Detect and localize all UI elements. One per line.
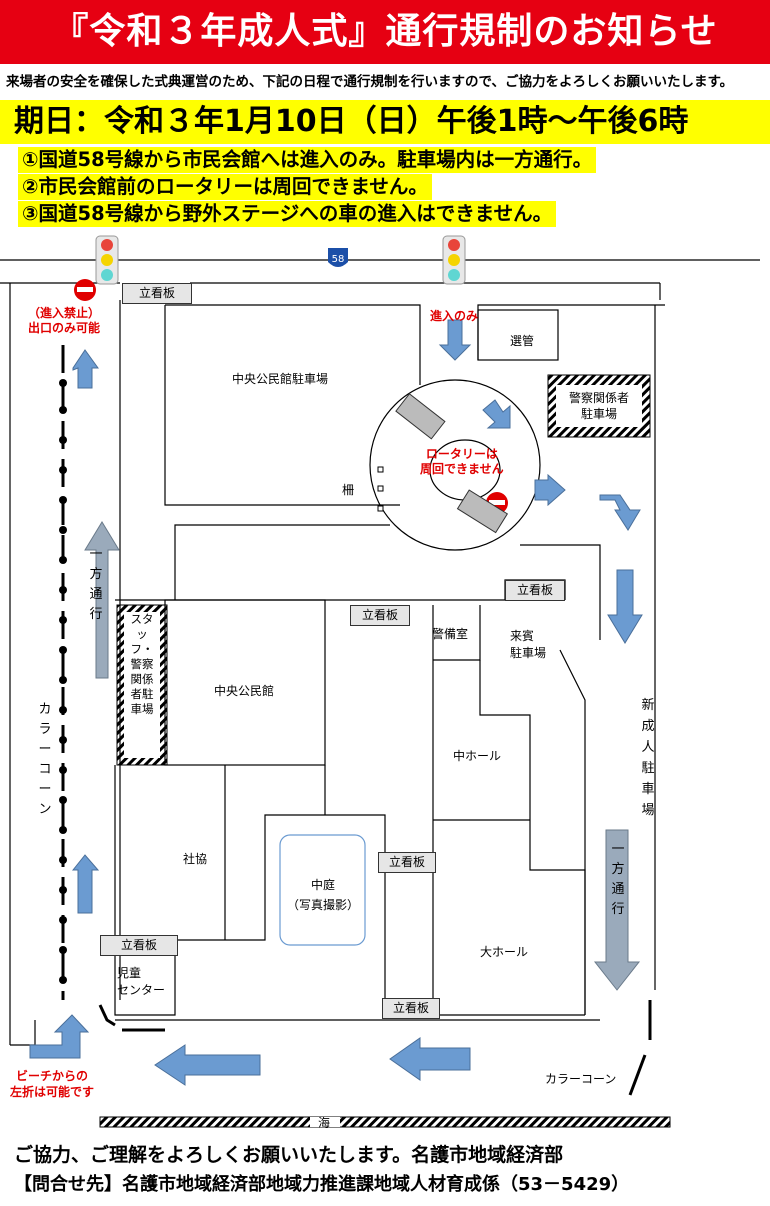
new-adult-parking: 新成人駐車場: [641, 698, 655, 818]
rotary-note: ロータリーは 周回できません: [420, 447, 504, 476]
one-way-left: 一方通行: [89, 547, 103, 622]
signboard: 立看板: [505, 580, 565, 601]
traffic-light-icon: [95, 235, 119, 285]
notice-text: 来場者の安全を確保した式典運営のため、下記の日程で通行規制を行いますので、ご協力…: [6, 74, 734, 90]
signboard: 立看板: [350, 605, 410, 626]
guard-room: 警備室: [432, 627, 469, 641]
central-parking: 中央公民館駐車場: [232, 372, 329, 386]
beach-note: ビーチからの 左折は可能です: [10, 1069, 95, 1099]
central-hall: 中央公民館: [214, 684, 275, 698]
rule-3: ③国道58号線から野外ステージへの車の進入はできません。: [18, 201, 557, 227]
child-center: 児童 センター: [117, 966, 166, 997]
no-entry-icon: [74, 279, 96, 301]
staff-parking: スタッフ・警察関係者駐車場: [130, 612, 154, 716]
signboard: 立看板: [100, 935, 178, 956]
entry-only-label: 進入のみ: [430, 309, 479, 323]
route-shield-icon: [328, 248, 348, 267]
courtyard: 中庭 （写真撮影）: [286, 878, 359, 912]
police-parking: 警察関係者 駐車場: [568, 391, 629, 421]
middle-hall: 中ホール: [453, 749, 502, 763]
traffic-map: 58: [0, 235, 760, 1128]
date-band: [0, 100, 770, 144]
color-cone-left: カラーコーン: [38, 702, 52, 817]
event-date: 期日：令和３年1月10日（日）午後1時～午後6時: [14, 104, 689, 139]
big-hall: 大ホール: [480, 945, 529, 959]
election-office: 選管: [510, 334, 535, 348]
footer-contact: 【問合せ先】名護市地域経済部地域力推進課地域人材育成係（53－5429）: [14, 1174, 630, 1195]
rule-2: ②市民会館前のロータリーは周回できません。: [18, 174, 432, 200]
signboard: 立看板: [378, 852, 436, 873]
guest-parking: 来賓 駐車場: [510, 629, 547, 660]
color-cone-right: カラーコーン: [545, 1072, 617, 1086]
traffic-light-icon: [442, 235, 466, 285]
svg-text:58: 58: [332, 254, 345, 265]
page-title: 『令和３年成人式』通行規制のお知らせ: [0, 0, 770, 64]
one-way-right: 一方通行: [611, 842, 625, 917]
signboard: 立看板: [382, 998, 440, 1019]
fence-label: 柵: [342, 483, 355, 497]
rule-1: ①国道58号線から市民会館へは進入のみ。駐車場内は一方通行。: [18, 147, 597, 173]
signboard: 立看板: [122, 283, 192, 304]
social-welfare: 社協: [183, 852, 208, 866]
sea-label: 海: [318, 1116, 331, 1130]
no-entry-note: （進入禁止） 出口のみ可能: [28, 306, 101, 335]
footer-thanks: ご協力、ご理解をよろしくお願いいたします。名護市地域経済部: [14, 1144, 564, 1166]
